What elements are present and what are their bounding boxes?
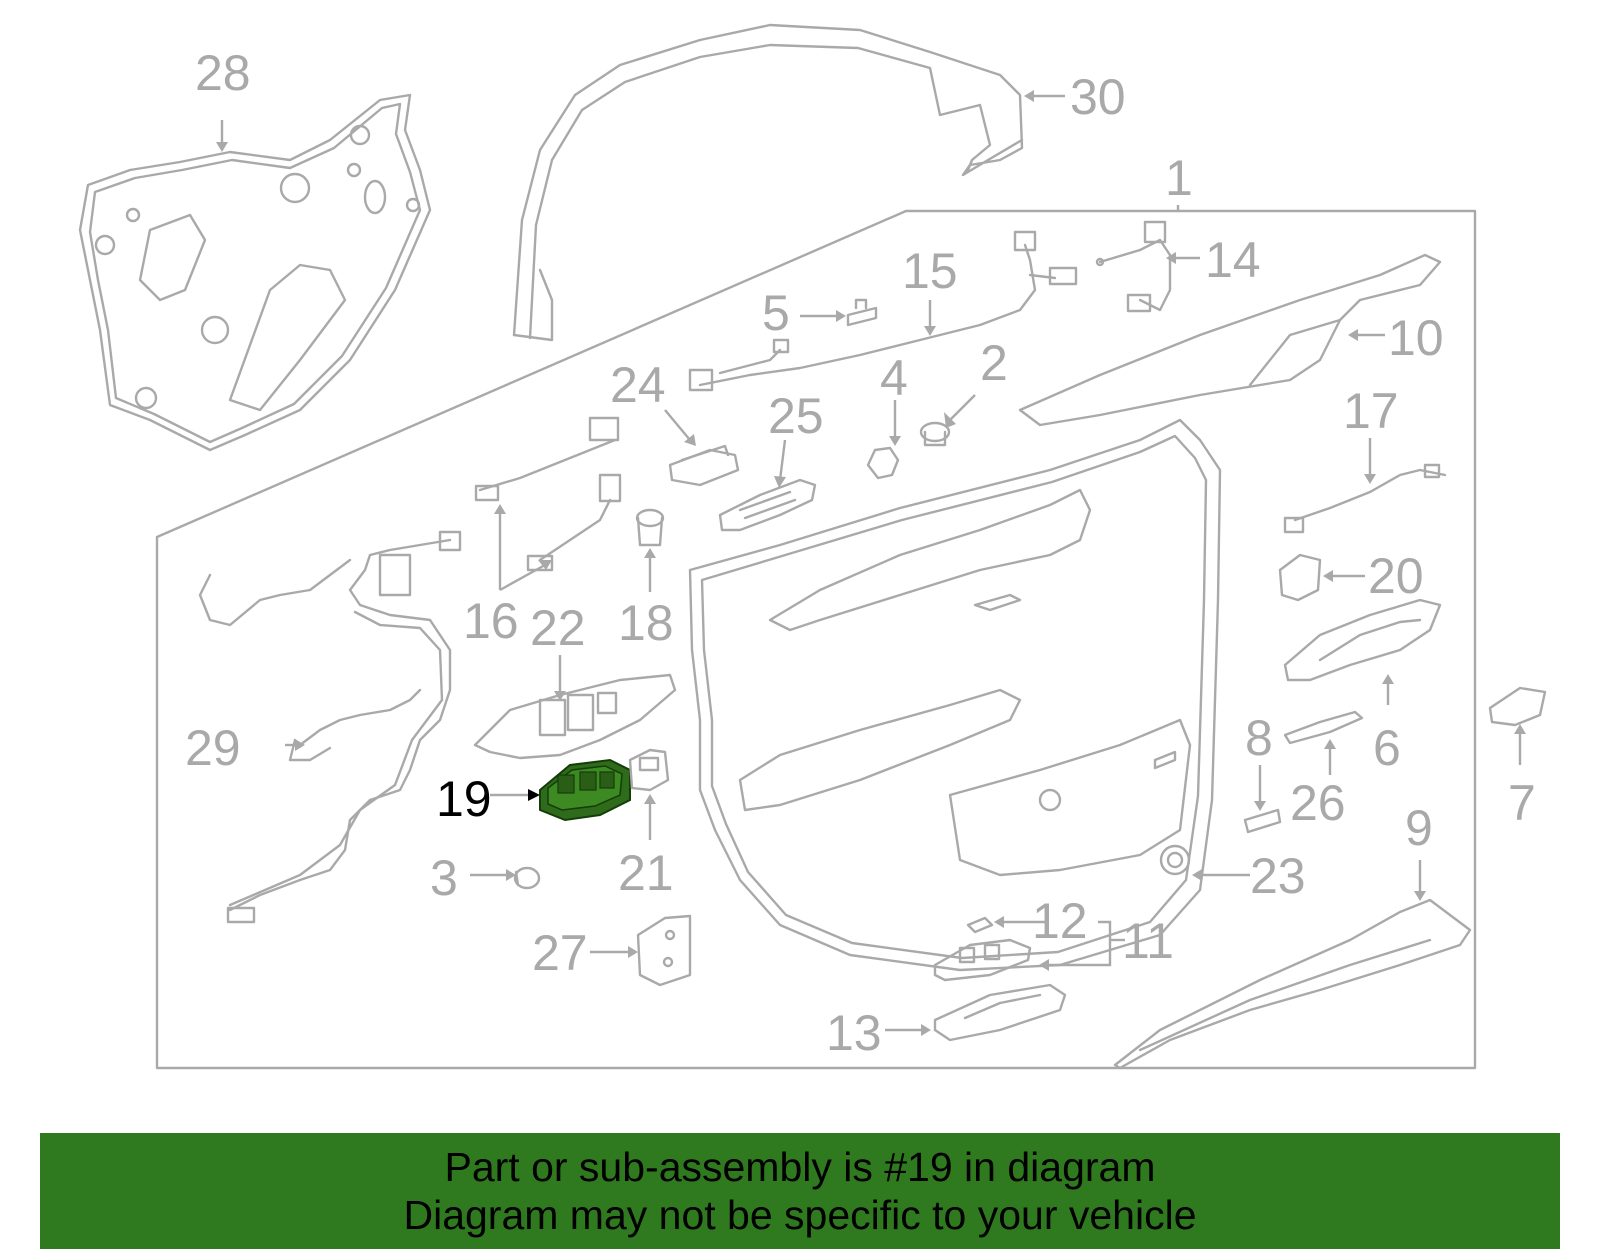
callout-24[interactable]: 24 (610, 357, 666, 413)
callout-17[interactable]: 17 (1343, 383, 1399, 439)
part-25-bezel[interactable] (718, 478, 817, 532)
callout-7[interactable]: 7 (1508, 775, 1536, 831)
callout-1[interactable]: 1 (1165, 150, 1193, 206)
part-17-wire[interactable] (1283, 463, 1447, 534)
part-8-pad[interactable] (1243, 808, 1282, 834)
callout-3[interactable]: 3 (430, 850, 458, 906)
part-23-plug[interactable] (1159, 844, 1191, 876)
part-19-window-switch[interactable] (539, 758, 631, 822)
part-5-clip[interactable] (846, 298, 878, 327)
part-10-upper-trim[interactable] (1018, 253, 1442, 427)
part-18-knob[interactable] (635, 508, 665, 547)
callout-9[interactable]: 9 (1405, 800, 1433, 856)
part-12-clip[interactable] (966, 916, 994, 934)
part-6-handle[interactable] (1283, 598, 1442, 682)
part-3-pin[interactable] (513, 866, 541, 890)
callout-30[interactable]: 30 (1070, 69, 1126, 125)
part-16-wire[interactable] (474, 416, 622, 572)
part-21-switch[interactable] (628, 748, 670, 792)
part-27-bracket[interactable] (636, 914, 692, 987)
part-7-cap[interactable] (1488, 686, 1547, 727)
part-29-harness[interactable] (198, 530, 462, 924)
callout-6[interactable]: 6 (1373, 720, 1401, 776)
info-banner: Part or sub-assembly is #19 in diagram D… (40, 1133, 1560, 1249)
part-1-trim-panel[interactable] (688, 418, 1222, 972)
callout-23[interactable]: 23 (1250, 848, 1306, 904)
part-22-bezel[interactable] (473, 673, 677, 760)
part-28-deflector[interactable] (78, 93, 432, 452)
part-24-switch[interactable] (668, 444, 740, 487)
callout-2[interactable]: 2 (980, 335, 1008, 391)
callout-8[interactable]: 8 (1245, 710, 1273, 766)
callout-20[interactable]: 20 (1368, 548, 1424, 604)
callout-28[interactable]: 28 (195, 45, 251, 101)
part-13-lamp[interactable] (933, 983, 1067, 1042)
callout-5[interactable]: 5 (762, 285, 790, 341)
callout-25[interactable]: 25 (768, 388, 824, 444)
banner-part-line: Part or sub-assembly is #19 in diagram (444, 1144, 1156, 1190)
callout-13[interactable]: 13 (826, 1005, 882, 1061)
part-14-wire[interactable] (1095, 220, 1172, 313)
banner-disclaimer-line: Diagram may not be specific to your vehi… (403, 1192, 1197, 1238)
part-26-bezel[interactable] (1283, 710, 1364, 745)
part-4-nut[interactable] (866, 446, 900, 480)
callout-12[interactable]: 12 (1032, 893, 1088, 949)
assembly-boundary (155, 209, 1477, 1070)
callout-18[interactable]: 18 (618, 595, 674, 651)
part-15-wire[interactable] (688, 230, 1078, 392)
callout-21[interactable]: 21 (618, 845, 674, 901)
part-30-frame-trim[interactable] (512, 23, 1024, 342)
leader-lines (216, 90, 1526, 1036)
callout-16[interactable]: 16 (463, 593, 519, 649)
callout-19[interactable]: 19 (436, 771, 492, 827)
callout-22[interactable]: 22 (530, 600, 586, 656)
callout-27[interactable]: 27 (532, 925, 588, 981)
callout-10[interactable]: 10 (1388, 310, 1444, 366)
part-9-lower-strip[interactable] (1113, 898, 1472, 1070)
callout-26[interactable]: 26 (1290, 775, 1346, 831)
part-11-switch[interactable] (933, 938, 1032, 982)
callout-29[interactable]: 29 (185, 720, 241, 776)
callout-4[interactable]: 4 (880, 350, 908, 406)
callout-15[interactable]: 15 (902, 243, 958, 299)
part-20-connector[interactable] (1278, 553, 1322, 602)
callout-14[interactable]: 14 (1205, 232, 1261, 288)
part-2-pin[interactable] (919, 421, 951, 447)
callout-labels: 28 30 1 14 15 5 10 2 4 24 25 17 20 16 22… (185, 45, 1536, 1061)
callout-11[interactable]: 11 (1122, 913, 1174, 969)
